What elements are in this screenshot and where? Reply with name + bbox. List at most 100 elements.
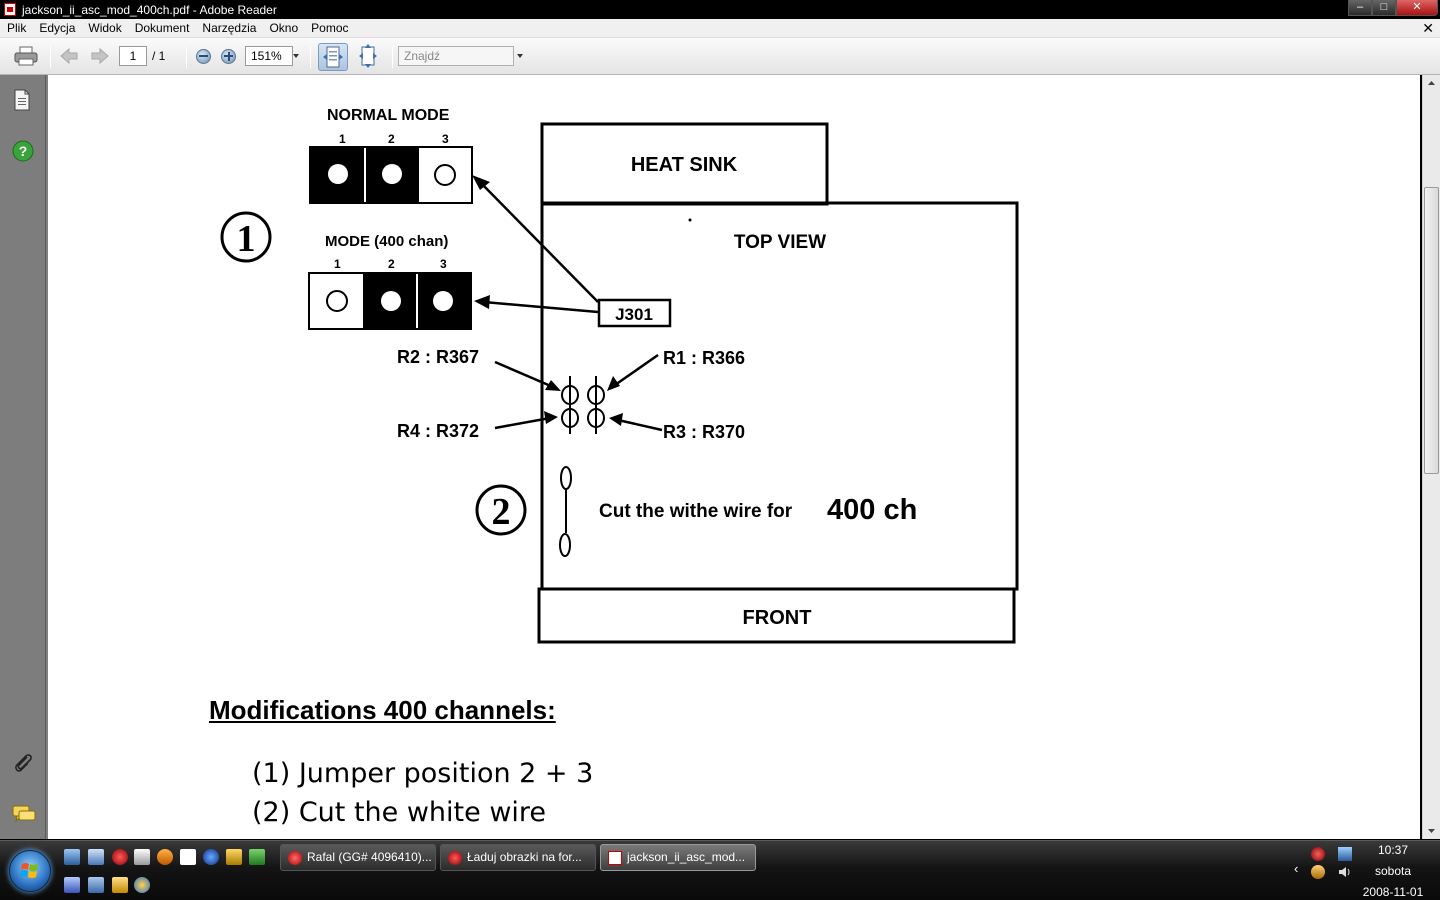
- svg-text:?: ?: [19, 143, 28, 159]
- normal-mode-label: NORMAL MODE: [327, 107, 450, 124]
- archive-icon[interactable]: [226, 849, 242, 865]
- opera-icon[interactable]: [112, 849, 128, 865]
- task-label: Rafal (GG# 4096410)...: [307, 850, 432, 864]
- wiring-diagram: NORMAL MODE 1 2 3 1 MODE (400 chan) 1 2: [220, 107, 1019, 644]
- toolbar-separator: [186, 46, 187, 68]
- pin-number: 2: [388, 257, 395, 271]
- zoom-out-icon[interactable]: [196, 49, 211, 64]
- modification-step-2: (2) Cut the white wire: [252, 797, 547, 828]
- zoom-in-icon[interactable]: [221, 49, 236, 64]
- toolbar: 1 / 1 151% Znajdź: [0, 38, 1440, 75]
- white-wire: [559, 466, 572, 557]
- page-number-input[interactable]: 1: [119, 46, 147, 66]
- zoom-level-input[interactable]: 151%: [245, 46, 293, 66]
- find-dropdown-icon[interactable]: [517, 54, 523, 58]
- chrome-icon[interactable]: [134, 877, 150, 893]
- r2-label: R2 : R367: [397, 347, 479, 367]
- taskbar: Rafal (GG# 4096410)... Ładuj obrazki na …: [0, 840, 1440, 900]
- maximize-button[interactable]: □: [1372, 0, 1396, 16]
- fit-width-button[interactable]: [318, 43, 348, 71]
- r1-label: R1 : R366: [663, 348, 745, 368]
- title-bar: jackson_ii_asc_mod_400ch.pdf - Adobe Rea…: [0, 0, 1440, 19]
- menu-file[interactable]: Plik: [7, 21, 27, 35]
- notepad-icon[interactable]: [134, 849, 150, 865]
- pages-icon[interactable]: [12, 88, 32, 112]
- step-1-marker: 1: [237, 218, 256, 260]
- resistor-wires: [561, 376, 605, 434]
- j301-label: J301: [615, 305, 653, 324]
- task-gg-messenger[interactable]: Rafal (GG# 4096410)...: [280, 844, 436, 871]
- find-input[interactable]: Znajdź: [398, 46, 514, 66]
- fit-page-button[interactable]: [354, 43, 384, 71]
- start-button[interactable]: [9, 850, 51, 892]
- cut-wire-text: Cut the withe wire for: [599, 501, 793, 522]
- volume-icon[interactable]: [1338, 865, 1352, 879]
- top-view-label: TOP VIEW: [734, 232, 826, 253]
- network-icon[interactable]: [1338, 847, 1352, 861]
- window-title: jackson_ii_asc_mod_400ch.pdf - Adobe Rea…: [22, 2, 277, 17]
- clock-time[interactable]: 10:37: [1377, 843, 1409, 857]
- next-page-icon[interactable]: [90, 48, 110, 64]
- attachments-icon[interactable]: [12, 751, 34, 775]
- menu-help[interactable]: Pomoc: [311, 21, 349, 35]
- document-close-button[interactable]: ✕: [1422, 20, 1434, 36]
- network-app-icon[interactable]: [88, 877, 104, 893]
- close-button[interactable]: ✕: [1396, 0, 1438, 16]
- adobe-reader-icon: [4, 3, 16, 16]
- menu-bar: Plik Edycja Widok Dokument Narzędzia Okn…: [0, 19, 1440, 38]
- pin-number: 1: [339, 132, 346, 146]
- task-adobe-reader[interactable]: jackson_ii_asc_mod...: [600, 844, 756, 871]
- zoom-dropdown-icon[interactable]: [293, 54, 299, 58]
- pin-number: 3: [442, 132, 449, 146]
- heat-sink-label: HEAT SINK: [631, 154, 738, 176]
- modifications-title: Modifications 400 channels:: [209, 695, 556, 725]
- r4-label: R4 : R372: [397, 421, 479, 441]
- pin-number: 2: [388, 132, 395, 146]
- pin-number: 3: [440, 257, 447, 271]
- front-label: FRONT: [743, 607, 812, 629]
- clock-date[interactable]: 2008-11-01: [1362, 885, 1424, 899]
- gg-icon: [288, 851, 302, 865]
- menu-tools[interactable]: Narzędzia: [202, 21, 257, 35]
- previous-page-icon[interactable]: [59, 48, 79, 64]
- menu-view[interactable]: Widok: [88, 21, 122, 35]
- step-2-marker: 2: [492, 491, 511, 533]
- page-total: / 1: [152, 49, 166, 63]
- comments-icon[interactable]: [12, 803, 36, 825]
- window-controls: – □ ✕: [1348, 0, 1438, 16]
- excel-icon[interactable]: [249, 849, 265, 865]
- browser-icon[interactable]: [203, 849, 219, 865]
- clock-day[interactable]: sobota: [1374, 864, 1412, 878]
- task-label: jackson_ii_asc_mod...: [627, 850, 746, 864]
- toolbar-separator: [310, 46, 311, 68]
- menu-window[interactable]: Okno: [269, 21, 299, 35]
- help-icon[interactable]: ?: [12, 140, 34, 162]
- tray-expand-icon[interactable]: ‹: [1294, 861, 1299, 876]
- navigation-panel: ?: [0, 75, 46, 839]
- scroll-down-icon[interactable]: [1423, 822, 1440, 839]
- scrollbar-thumb[interactable]: [1424, 187, 1439, 474]
- show-desktop-icon[interactable]: [64, 849, 80, 865]
- menu-edit[interactable]: Edycja: [39, 21, 76, 35]
- mode-400-label: MODE (400 chan): [325, 233, 448, 250]
- vertical-scrollbar[interactable]: [1422, 75, 1440, 839]
- cut-wire-value: 400 ch: [827, 494, 917, 526]
- print-icon[interactable]: [14, 46, 38, 66]
- document-icon[interactable]: [180, 849, 196, 865]
- minimize-button[interactable]: –: [1348, 0, 1372, 16]
- task-label: Ładuj obrazki na for...: [467, 850, 582, 864]
- switch-windows-icon[interactable]: [88, 849, 104, 865]
- pin-number: 1: [334, 257, 341, 271]
- scroll-up-icon[interactable]: [1423, 75, 1440, 92]
- font-app-icon[interactable]: [64, 877, 80, 893]
- tray-gg-icon[interactable]: [1311, 847, 1325, 861]
- media-player-icon[interactable]: [112, 877, 128, 893]
- opera-icon: [448, 851, 462, 865]
- document-view[interactable]: NORMAL MODE 1 2 3 1 MODE (400 chan) 1 2: [46, 75, 1420, 839]
- menu-document[interactable]: Dokument: [134, 21, 190, 35]
- pdf-page: NORMAL MODE 1 2 3 1 MODE (400 chan) 1 2: [48, 75, 1420, 839]
- toolbar-separator: [50, 46, 51, 68]
- messenger-icon[interactable]: [157, 849, 173, 865]
- tray-app-icon[interactable]: [1311, 865, 1325, 879]
- task-opera-upload[interactable]: Ładuj obrazki na for...: [440, 844, 596, 871]
